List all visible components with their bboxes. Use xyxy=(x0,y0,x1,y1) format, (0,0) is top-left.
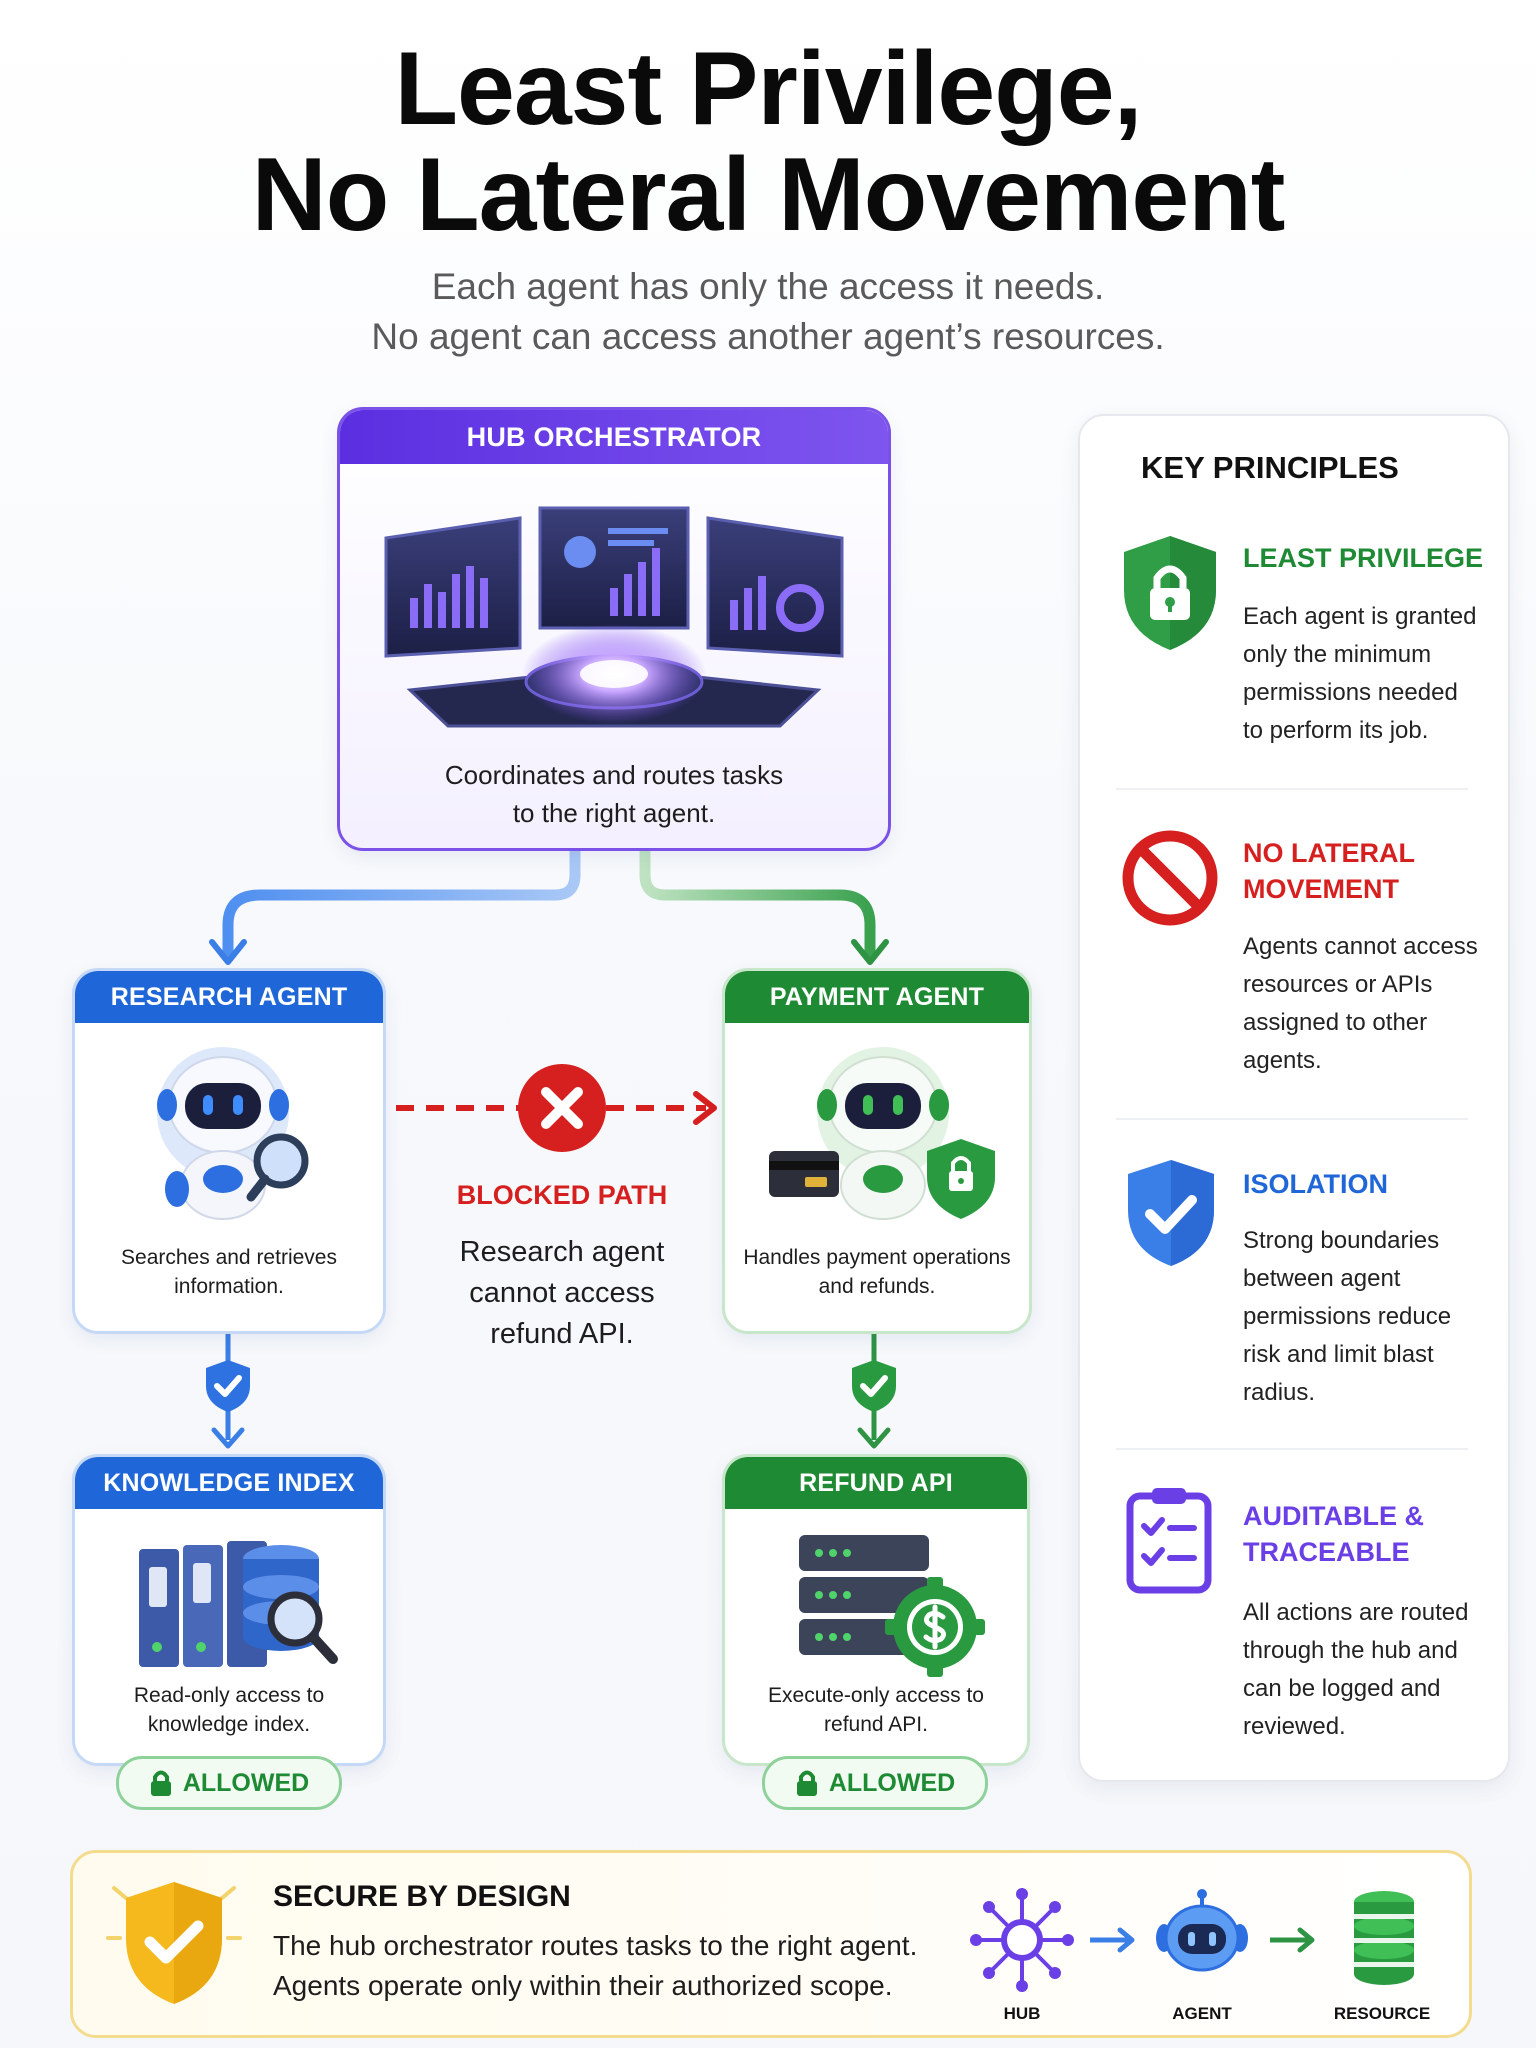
agent-robot-icon xyxy=(1156,1889,1248,1972)
page-subtitle: Each agent has only the access it needs.… xyxy=(0,262,1536,362)
research-robot-icon xyxy=(157,1047,309,1220)
principle-least-privilege-heading: LEAST PRIVILEGE xyxy=(1243,543,1484,573)
title-line-1: Least Privilege, xyxy=(394,31,1142,147)
blocked-x-icon xyxy=(518,1064,606,1152)
key-principles-title: KEY PRINCIPLES xyxy=(1141,450,1399,485)
hub-description: Coordinates and routes tasks to the righ… xyxy=(444,760,784,828)
principle-divider xyxy=(1116,1118,1468,1120)
key-principles-panel xyxy=(1078,414,1510,1782)
hub-to-research-connector xyxy=(222,842,581,961)
secure-by-design-title: SECURE BY DESIGN xyxy=(273,1880,571,1913)
refund-api-card[interactable]: REFUND API Execute-only access to refund… xyxy=(722,1454,1030,1766)
knowledge-index-description: Read-only access to knowledge index. xyxy=(133,1684,325,1736)
refund-api-description: Execute-only access to refund API. xyxy=(768,1684,984,1736)
title-line-2: No Lateral Movement xyxy=(251,137,1286,253)
gold-check-shield-icon xyxy=(106,1882,242,2004)
principle-auditable-heading: AUDITABLE &TRACEABLE xyxy=(1243,1501,1424,1567)
refund-api-allowed-badge: ALLOWED xyxy=(762,1756,988,1810)
lock-icon xyxy=(150,1770,171,1796)
research-agent-card[interactable]: RESEARCH AGENT Searches and retrieves in… xyxy=(72,968,386,1334)
knowledge-index-label: KNOWLEDGE INDEX xyxy=(75,1457,383,1509)
control-center-illustration xyxy=(384,506,844,728)
blocked-arrowhead xyxy=(693,1091,717,1125)
knowledge-index-card[interactable]: KNOWLEDGE INDEX Read-only access to know… xyxy=(72,1454,386,1766)
research-check-shield-icon xyxy=(206,1360,250,1412)
research-arrowhead xyxy=(209,939,247,965)
check-shield-icon xyxy=(1128,1160,1214,1266)
principle-divider xyxy=(1116,1448,1468,1450)
secure-by-design-text: The hub orchestrator routes tasks to the… xyxy=(273,1930,918,2001)
allowed-label: ALLOWED xyxy=(182,1768,310,1797)
clipboard-checklist-icon xyxy=(1126,1488,1212,1594)
hub-orchestrator-label: HUB ORCHESTRATOR xyxy=(340,410,888,464)
payment-check-shield-icon xyxy=(852,1360,896,1412)
research-agent-label: RESEARCH AGENT xyxy=(75,971,383,1023)
subtitle-line-2: No agent can access another agent’s reso… xyxy=(371,316,1165,357)
resource-database-icon xyxy=(1354,1891,1414,1985)
payment-agent-description: Handles payment operations and refunds. xyxy=(743,1246,1011,1298)
payment-arrowhead xyxy=(851,939,889,965)
hub-orchestrator-card[interactable]: HUB ORCHESTRATOR Coordinates and ro xyxy=(337,407,891,851)
hub-network-icon xyxy=(970,1888,1074,1992)
subtitle-line-1: Each agent has only the access it needs. xyxy=(431,266,1105,307)
flow-label-hub: HUB xyxy=(1003,2004,1041,2023)
server-payment-icon xyxy=(799,1535,985,1677)
hub-agent-resource-flow xyxy=(970,1888,1414,1992)
flow-label-agent: AGENT xyxy=(1172,2004,1232,2023)
database-search-icon xyxy=(139,1541,338,1667)
refund-api-label: REFUND API xyxy=(725,1457,1027,1509)
payment-robot-icon xyxy=(769,1047,995,1220)
blocked-path-title: BLOCKED PATH xyxy=(456,1180,668,1210)
payment-agent-card[interactable]: PAYMENT AGENT Handles payment operations… xyxy=(722,968,1032,1334)
principle-isolation-heading: ISOLATION xyxy=(1243,1169,1388,1199)
page-title: Least Privilege, No Lateral Movement xyxy=(0,36,1536,248)
flow-label-resource: RESOURCE xyxy=(1333,2004,1431,2023)
lock-shield-icon xyxy=(1124,536,1216,650)
prohibited-icon xyxy=(1122,830,1218,926)
hub-to-payment-connector xyxy=(639,842,876,961)
principle-divider xyxy=(1116,788,1468,790)
knowledge-index-allowed-badge: ALLOWED xyxy=(116,1756,342,1810)
research-agent-description: Searches and retrieves information. xyxy=(121,1246,337,1298)
lock-icon xyxy=(796,1770,817,1796)
allowed-label: ALLOWED xyxy=(828,1768,956,1797)
payment-agent-label: PAYMENT AGENT xyxy=(725,971,1029,1023)
blocked-path-description: Research agent cannot access refund API. xyxy=(459,1236,665,1350)
